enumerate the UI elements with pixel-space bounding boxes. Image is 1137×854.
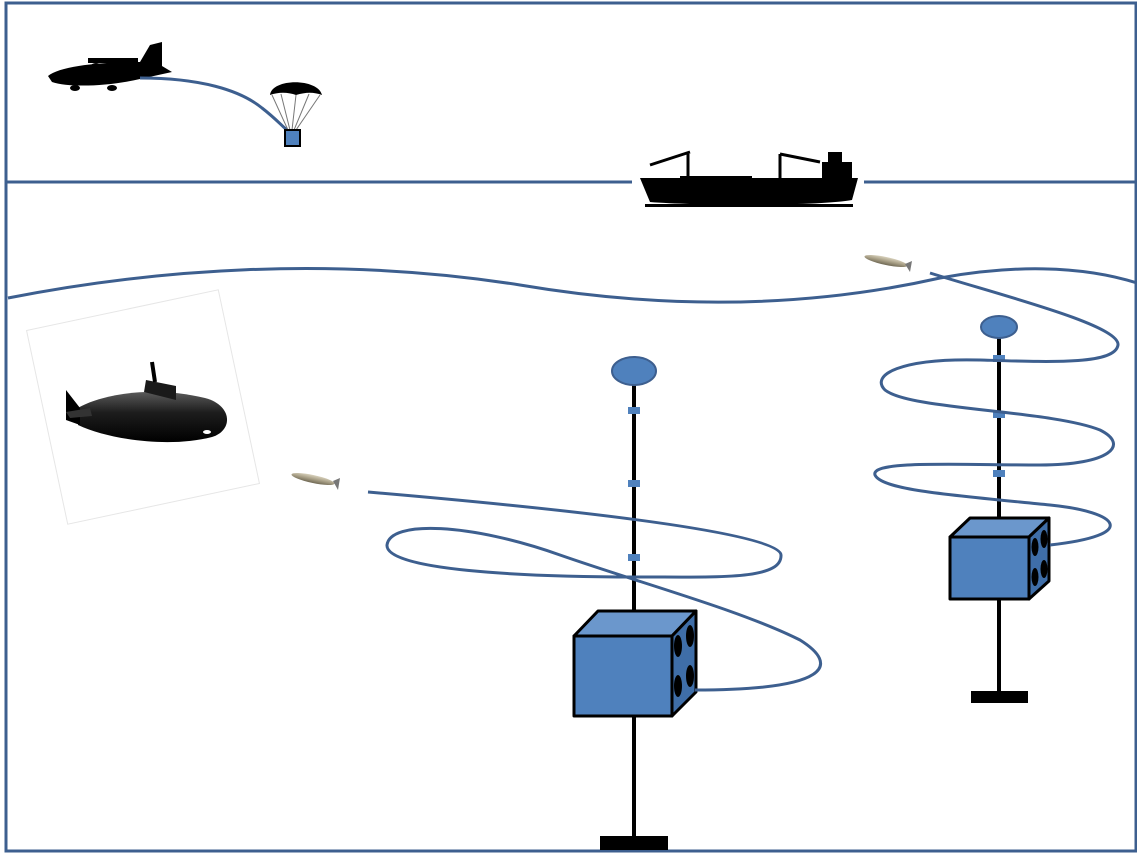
aircraft-icon (48, 42, 172, 91)
thermocline-wave (7, 267, 1137, 304)
diagram-frame (4, 1, 1137, 853)
dropped-sensor-box (284, 129, 301, 147)
anchor-icon (971, 691, 1028, 703)
torpedo-icon (864, 254, 912, 272)
submarine-icon (25, 289, 261, 525)
anchor-icon (600, 836, 668, 850)
parachute-icon (270, 82, 322, 147)
sensor-box-icon (572, 609, 698, 718)
mooring-right (948, 315, 1051, 703)
torpedo-path-right (873, 271, 1120, 547)
drop-trajectory (139, 76, 288, 132)
mooring-left (572, 356, 698, 850)
cargo-ship-icon (640, 150, 858, 207)
sensor-box-icon (948, 516, 1051, 601)
buoy-icon (611, 356, 657, 386)
torpedo-path-left (367, 490, 823, 692)
mooring-clip (993, 355, 1005, 477)
buoy-icon (980, 315, 1018, 339)
torpedo-icon (291, 472, 340, 490)
mooring-clip (628, 407, 640, 561)
